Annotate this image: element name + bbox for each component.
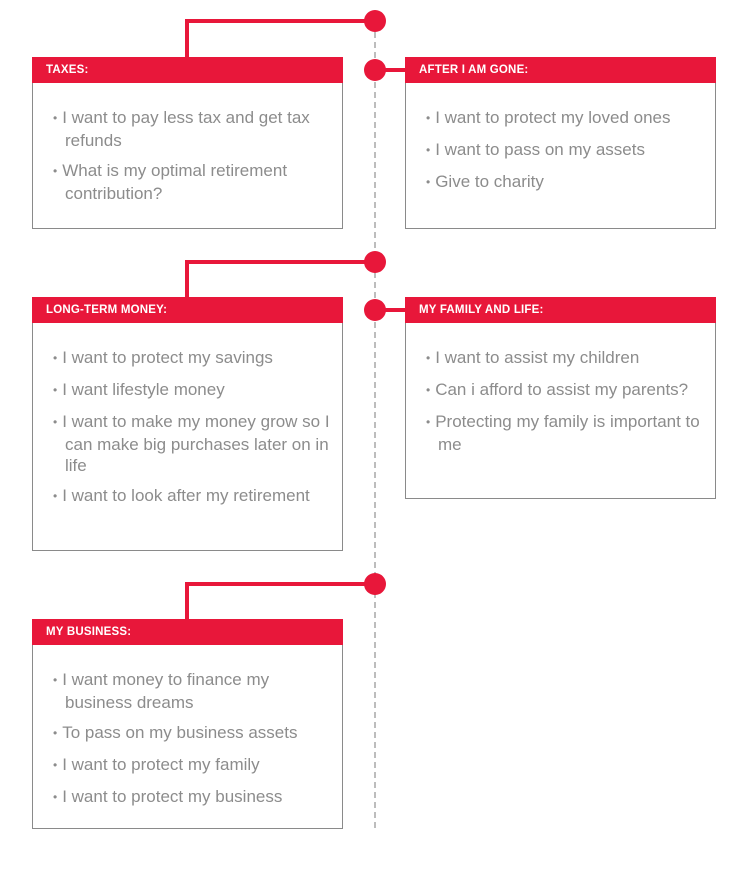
list-item: I want to assist my children bbox=[426, 347, 705, 370]
list-item: What is my optimal retirement contributi… bbox=[53, 160, 332, 204]
card-title: MY BUSINESS: bbox=[32, 619, 343, 645]
connector-taxes-horizontal bbox=[185, 19, 375, 23]
card-family-life: MY FAMILY AND LIFE: I want to assist my … bbox=[405, 297, 716, 499]
card-long-term-money: LONG-TERM MONEY: I want to protect my sa… bbox=[32, 297, 343, 551]
card-title: LONG-TERM MONEY: bbox=[32, 297, 343, 323]
card-title: TAXES: bbox=[32, 57, 343, 83]
list-item: I want lifestyle money bbox=[53, 379, 332, 402]
card-title: AFTER I AM GONE: bbox=[405, 57, 716, 83]
connector-long-term-vertical bbox=[185, 260, 189, 298]
list-item: I want to pass on my assets bbox=[426, 139, 705, 162]
card-my-business: MY BUSINESS: I want money to finance my … bbox=[32, 619, 343, 829]
card-taxes: TAXES: I want to pay less tax and get ta… bbox=[32, 57, 343, 229]
timeline-dot-long-term bbox=[364, 251, 386, 273]
connector-business-vertical bbox=[185, 582, 189, 620]
list-item: Can i afford to assist my parents? bbox=[426, 379, 705, 402]
list-item: I want to make my money grow so I can ma… bbox=[53, 411, 332, 476]
list-item: Protecting my family is important to me bbox=[426, 411, 705, 455]
list-item: I want to look after my retirement bbox=[53, 485, 332, 508]
list-item: I want to pay less tax and get tax refun… bbox=[53, 107, 332, 151]
connector-business-horizontal bbox=[185, 582, 375, 586]
list-item: To pass on my business assets bbox=[53, 722, 332, 745]
timeline-line bbox=[374, 22, 376, 828]
list-item: I want to protect my business bbox=[53, 786, 332, 809]
card-title: MY FAMILY AND LIFE: bbox=[405, 297, 716, 323]
timeline-dot-family-life bbox=[364, 299, 386, 321]
list-item: I want to protect my loved ones bbox=[426, 107, 705, 130]
connector-after-gone bbox=[375, 68, 407, 72]
list-item: I want money to finance my business drea… bbox=[53, 669, 332, 713]
connector-long-term-horizontal bbox=[185, 260, 375, 264]
connector-taxes-vertical bbox=[185, 19, 189, 57]
timeline-dot-taxes bbox=[364, 10, 386, 32]
card-after-gone: AFTER I AM GONE: I want to protect my lo… bbox=[405, 57, 716, 229]
list-item: I want to protect my savings bbox=[53, 347, 332, 370]
list-item: I want to protect my family bbox=[53, 754, 332, 777]
timeline-dot-after-gone bbox=[364, 59, 386, 81]
connector-family-life bbox=[375, 308, 407, 312]
list-item: Give to charity bbox=[426, 171, 705, 194]
timeline-dot-business bbox=[364, 573, 386, 595]
